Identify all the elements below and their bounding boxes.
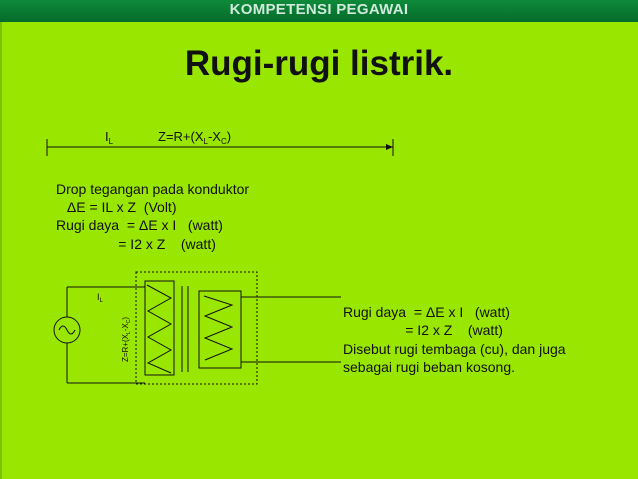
secondary-winding-box	[198, 290, 242, 369]
right-text-line-2: = I2 x Z (watt)	[343, 322, 503, 338]
header-band	[0, 0, 638, 22]
left-text-line-1: Drop tegangan pada konduktor	[56, 181, 250, 197]
header-title: KOMPETENSI PEGAWAI	[229, 1, 409, 18]
ac-source-icon	[53, 316, 81, 344]
left-stripe	[0, 22, 2, 479]
diagram-current-label: IL	[97, 292, 104, 304]
secondary-coil-icon	[203, 295, 234, 361]
right-text-line-1: Rugi daya = ΔE x I (watt)	[343, 304, 510, 320]
right-text-line-3: Disebut rugi tembaga (cu), dan juga	[343, 341, 566, 357]
ac-wave-icon	[58, 325, 76, 335]
diagram-impedance-label: Z=R+(XL-XC)	[121, 317, 132, 362]
dashed-enclosure	[135, 271, 258, 385]
primary-winding-box	[144, 280, 175, 376]
line-current-label: IL	[105, 129, 114, 146]
slide-title: Rugi-rugi listrik.	[184, 44, 454, 83]
line-impedance-label: Z=R+(XL-XC)	[158, 129, 231, 146]
line-arrowhead	[386, 144, 393, 150]
right-text-line-4: sebagai rugi beban kosong.	[343, 359, 516, 375]
left-text-line-4: = I2 x Z (watt)	[56, 236, 216, 252]
left-text-line-2: ΔE = IL x Z (Volt)	[56, 199, 177, 215]
left-text-line-3: Rugi daya = ΔE x I (watt)	[56, 217, 223, 233]
primary-coil-icon	[146, 284, 173, 374]
